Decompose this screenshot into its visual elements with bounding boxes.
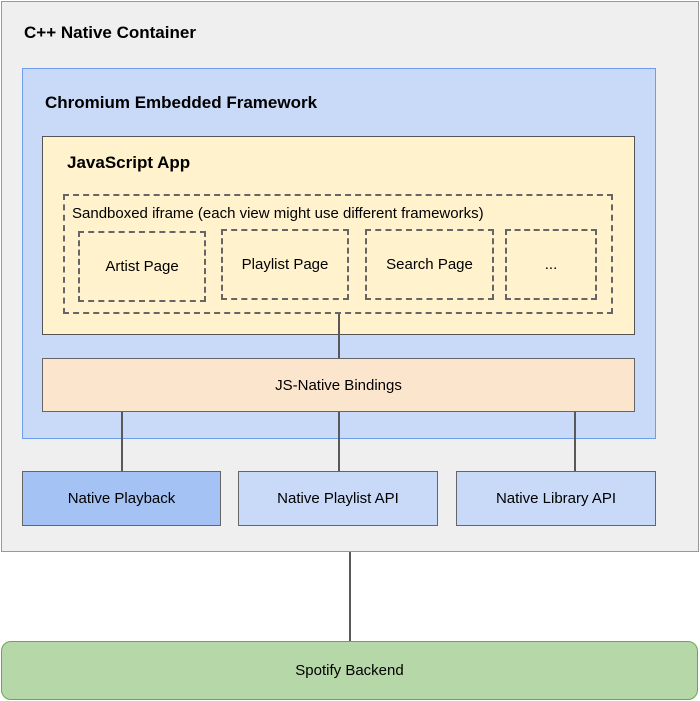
sandboxed-iframe-container <box>63 194 613 314</box>
connector-container-backend <box>349 552 351 642</box>
connector-bindings-playback <box>121 412 123 472</box>
spotify-backend-box: Spotify Backend <box>1 641 698 700</box>
more-pages-box: ... <box>505 229 597 300</box>
connector-bindings-library <box>574 412 576 472</box>
connector-app-bindings <box>338 314 340 359</box>
native-container-title: C++ Native Container <box>24 23 196 42</box>
native-playback-box: Native Playback <box>22 471 221 526</box>
native-playlist-api-box: Native Playlist API <box>238 471 438 526</box>
js-native-bindings-box: JS-Native Bindings <box>42 358 635 412</box>
playlist-page-box: Playlist Page <box>221 229 349 300</box>
sandboxed-iframe-label: Sandboxed iframe (each view might use di… <box>72 205 484 222</box>
artist-page-box: Artist Page <box>78 231 206 302</box>
connector-bindings-playlist <box>338 412 340 472</box>
native-library-api-box: Native Library API <box>456 471 656 526</box>
cef-title: Chromium Embedded Framework <box>45 93 318 112</box>
javascript-app-title: JavaScript App <box>67 153 191 172</box>
search-page-box: Search Page <box>365 229 494 300</box>
